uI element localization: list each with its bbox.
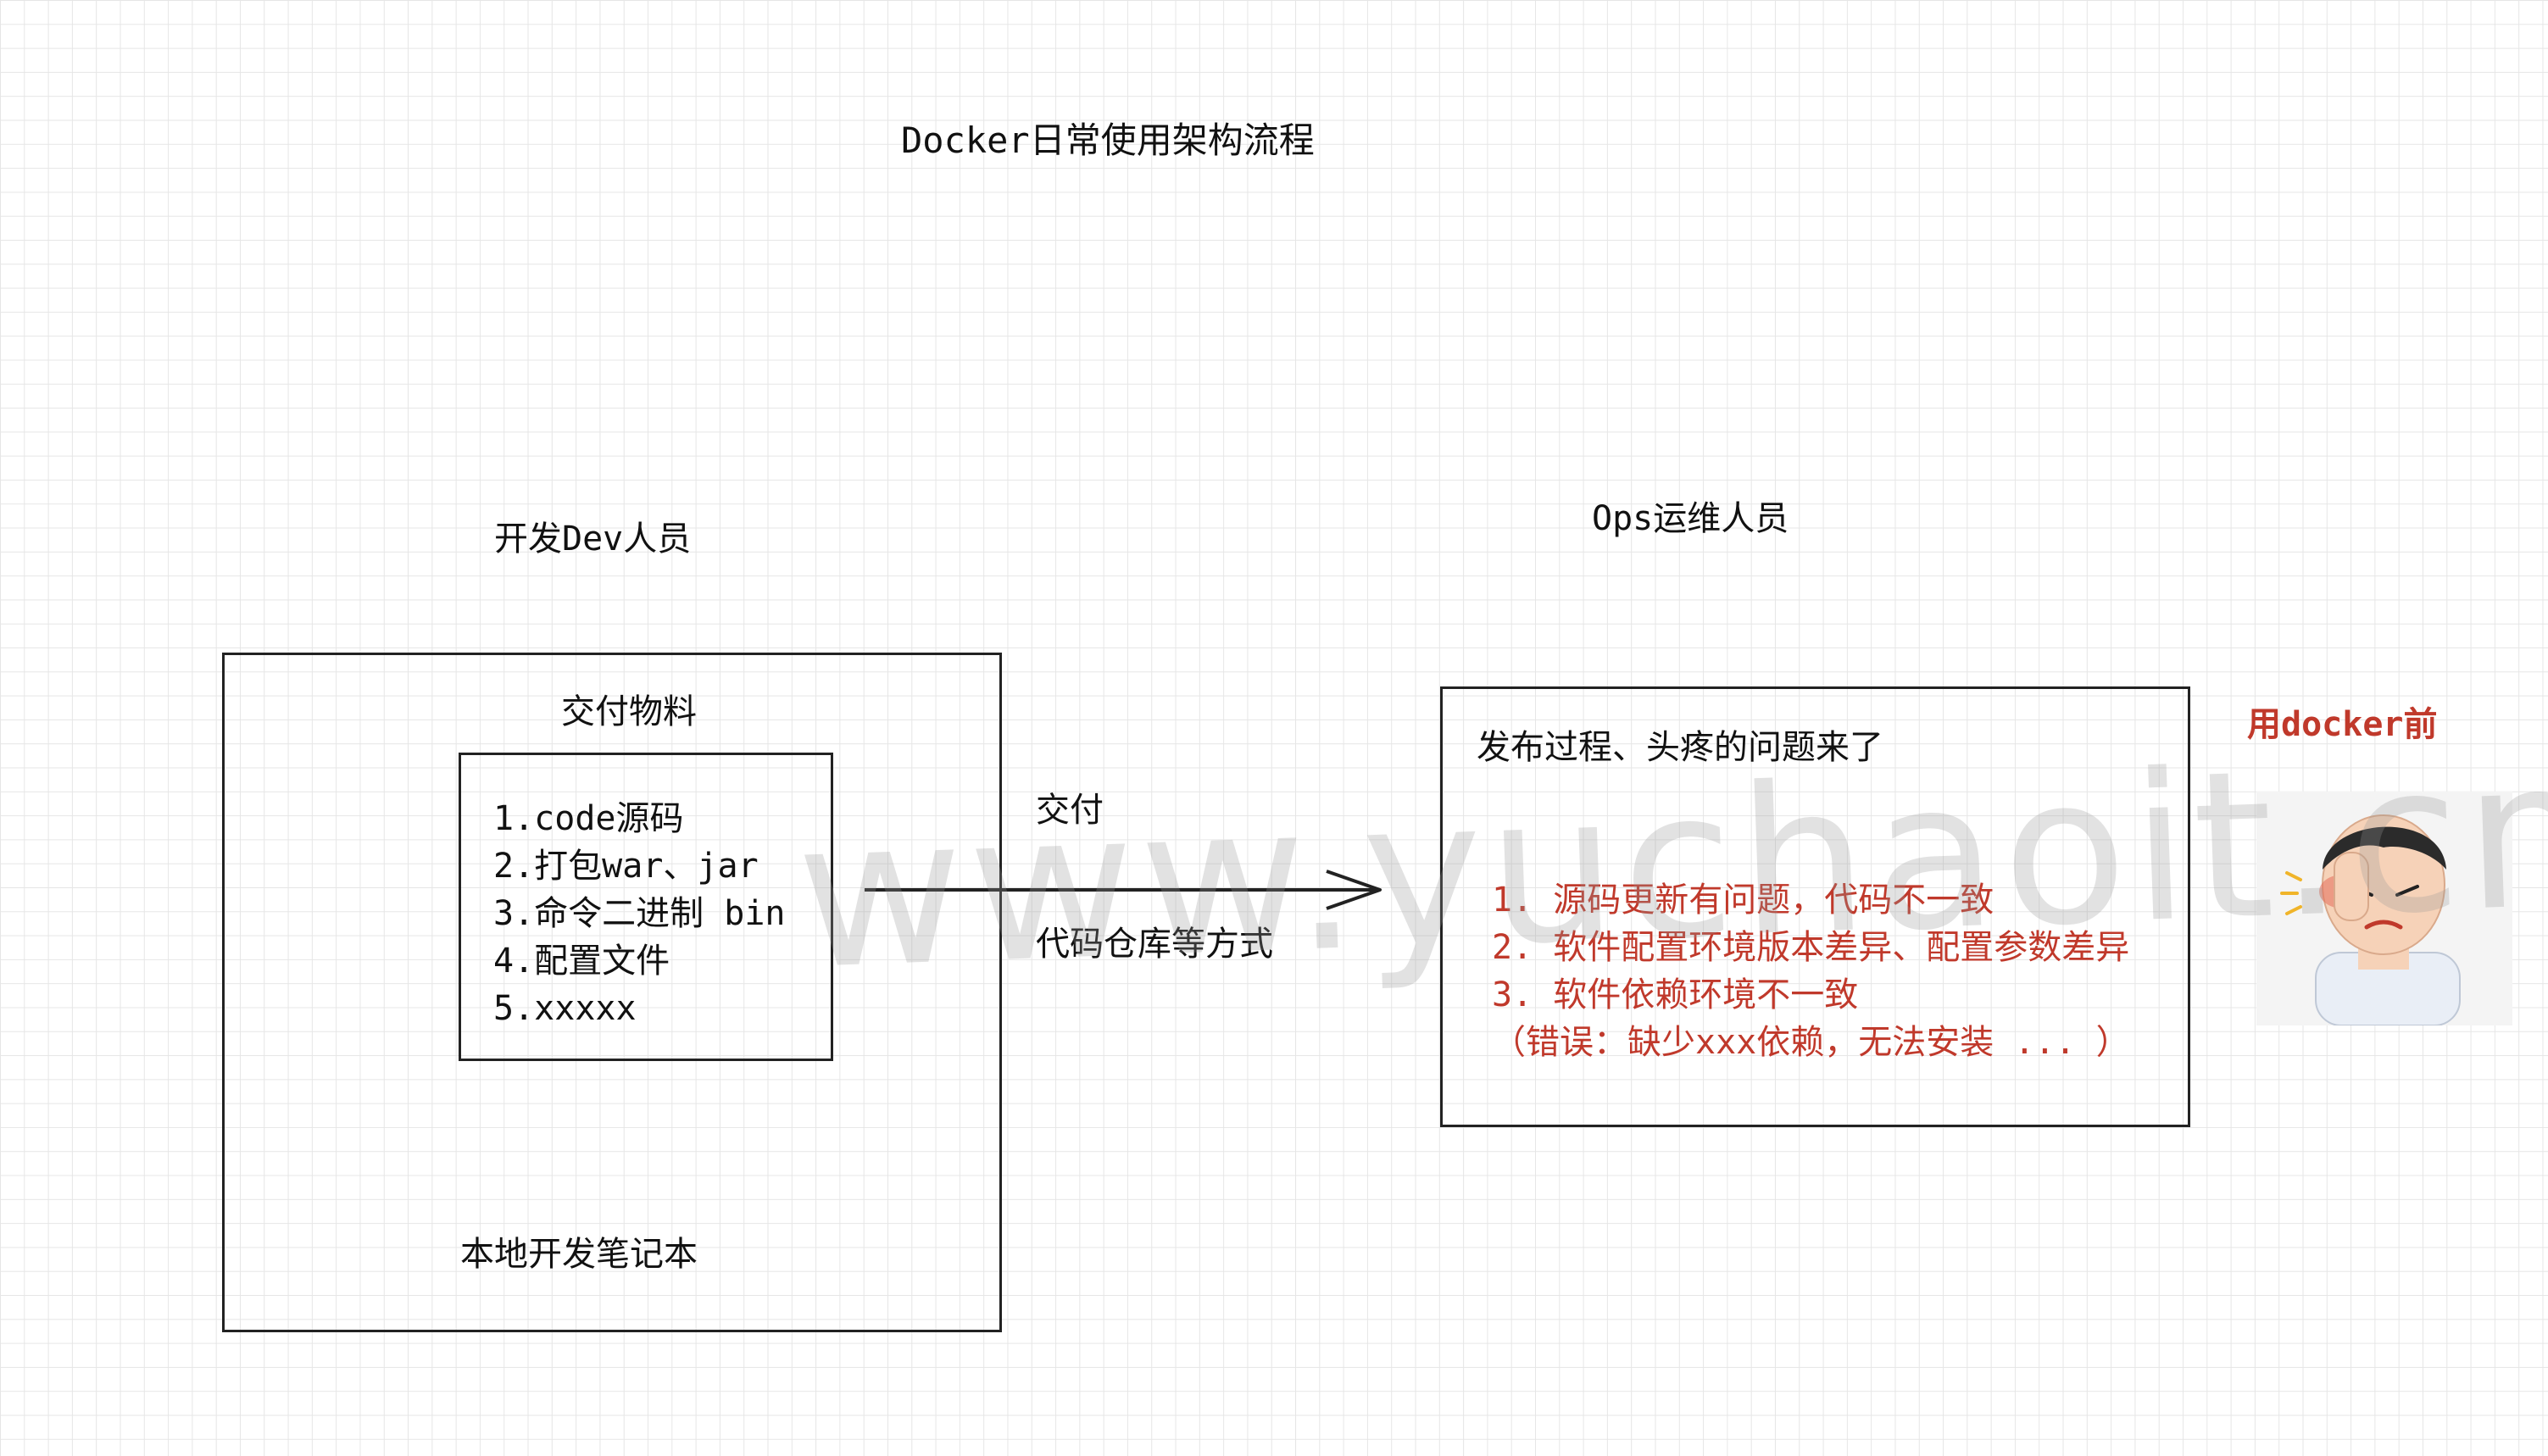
ops-problem-title: 发布过程、头疼的问题来了 (1477, 728, 1883, 767)
before-docker-label: 用docker前 (2247, 705, 2438, 744)
material-item: 5.xxxxx (493, 989, 637, 1028)
material-item: 2.打包war、jar (493, 847, 759, 886)
issue-item: 3. 软件依赖环境不一致 (1492, 975, 1859, 1014)
laptop-container (222, 653, 1002, 1332)
delivery-label: 交付 (1036, 791, 1104, 830)
laptop-label: 本地开发笔记本 (460, 1235, 698, 1274)
material-item: 4.配置文件 (493, 942, 670, 981)
materials-caption: 交付物料 (561, 692, 697, 731)
ops-release-box (1440, 686, 2190, 1127)
delivery-arrow (865, 870, 1382, 910)
materials-list: 1.code源码 2.打包war、jar 3.命令二进制 bin 4.配置文件 … (493, 795, 786, 1032)
ops-role-label: Ops运维人员 (1592, 499, 1789, 538)
issue-item: 1. 源码更新有问题，代码不一致 (1492, 881, 1994, 920)
material-item: 3.命令二进制 bin (493, 894, 786, 933)
dev-role-label: 开发Dev人员 (494, 520, 692, 559)
delivery-method-label: 代码仓库等方式 (1036, 925, 1273, 964)
diagram-title: Docker日常使用架构流程 (901, 119, 1315, 161)
issue-item: 2. 软件配置环境版本差异、配置参数差异 (1492, 928, 2130, 967)
material-item: 1.code源码 (493, 799, 684, 838)
issue-item: （错误：缺少xxx依赖，无法安装 ... ） (1492, 1023, 2130, 1062)
headache-avatar-icon (2256, 792, 2512, 1026)
issue-list: 1. 源码更新有问题，代码不一致 2. 软件配置环境版本差异、配置参数差异 3.… (1492, 876, 2130, 1066)
materials-box (459, 753, 833, 1061)
